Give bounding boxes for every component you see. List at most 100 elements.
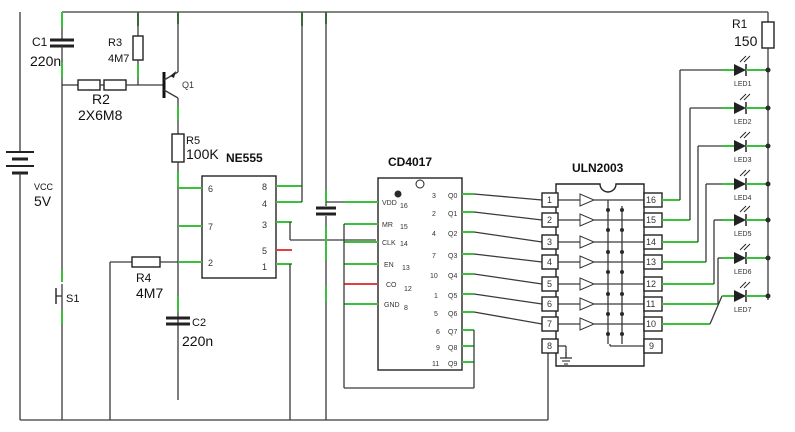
cd4017-pin-q5: Q5 xyxy=(448,293,457,300)
uln2003-pin-1: 1 xyxy=(547,195,552,205)
cd4017-pin-q7: Q7 xyxy=(448,329,457,336)
cd4017-pin-7: 7 xyxy=(432,253,436,260)
led-4: LED4 xyxy=(722,169,771,202)
cd4017-pin-q3: Q3 xyxy=(448,253,457,260)
cd4017-pin-6: 6 xyxy=(436,329,440,336)
q1-ref: Q1 xyxy=(182,80,194,90)
uln2003-pin-2: 2 xyxy=(547,215,552,225)
ne555-chip: NE555 6 7 2 8 4 3 5 1 xyxy=(178,151,302,279)
cd4017-pin-13: 13 xyxy=(402,265,410,272)
ne555-pin-8: 8 xyxy=(262,182,267,192)
ne555-pin-5: 5 xyxy=(262,246,267,256)
ne555-wiring xyxy=(289,12,376,420)
uln2003-pin-11: 11 xyxy=(646,299,655,309)
switch-s1: S1 xyxy=(55,85,79,420)
uln2003-pin-8: 8 xyxy=(547,341,552,351)
r3-ref: R3 xyxy=(108,37,122,49)
cd4017-pin-5: 5 xyxy=(434,311,438,318)
cd4017-pin-14: 14 xyxy=(400,241,408,248)
led-2-label: LED2 xyxy=(734,119,752,126)
resistor-r2: R2 2X6M8 xyxy=(62,79,164,123)
r5-ref: R5 xyxy=(186,135,200,147)
ne555-pin-3: 3 xyxy=(262,220,267,230)
led-6: LED6 xyxy=(722,243,771,276)
cd4017-pin-4: 4 xyxy=(432,231,436,238)
r2-value: 2X6M8 xyxy=(78,107,123,123)
cd4017-pin-en: EN xyxy=(384,262,394,269)
resistor-r1: R1 150 xyxy=(732,12,775,300)
c1-ref: C1 xyxy=(32,35,48,49)
led-1-label: LED1 xyxy=(734,81,752,88)
uln2003-diode-dots xyxy=(606,208,624,336)
uln2003-pin-15: 15 xyxy=(646,215,656,225)
ne555-pin-6: 6 xyxy=(208,184,213,194)
cd4017-pin-clk: CLK xyxy=(382,240,396,247)
bottom-rail xyxy=(20,352,549,421)
resistor-r3: R3 4M7 xyxy=(108,12,144,85)
cd4017-pin-3: 3 xyxy=(432,193,436,200)
led-7-label: LED7 xyxy=(734,307,752,314)
led-2: LED2 xyxy=(722,93,771,126)
r4-value: 4M7 xyxy=(136,285,163,301)
cd4017-pin-q2: Q2 xyxy=(448,231,457,238)
battery-vcc: VCC 5V xyxy=(6,12,54,420)
cd4017-pin-9: 9 xyxy=(436,345,440,352)
uln2003-pin-12: 12 xyxy=(646,279,656,289)
uln2003-pin-10: 10 xyxy=(646,319,656,329)
r5-value: 100K xyxy=(186,146,219,162)
cd4017-pin-co: CO xyxy=(386,282,397,289)
ne555-pin-1: 1 xyxy=(262,262,267,272)
uln2003-pin-4: 4 xyxy=(547,257,552,267)
ne555-pin-7: 7 xyxy=(208,222,213,232)
cd4017-pin-16: 16 xyxy=(400,203,408,210)
r1-ref: R1 xyxy=(732,17,748,31)
ground-symbol-icon xyxy=(560,352,572,365)
cd4017-pin-vdd: VDD xyxy=(382,200,397,207)
ne555-pin-2: 2 xyxy=(208,258,213,268)
c1-value: 220n xyxy=(30,53,61,69)
resistor-r5: R5 100K xyxy=(171,133,219,400)
vcc-ref: VCC xyxy=(34,182,54,192)
cd4017-pin-1: 1 xyxy=(434,293,438,300)
cd4017-name: CD4017 xyxy=(388,155,432,169)
r4-ref: R4 xyxy=(136,271,152,285)
cd4017-pin-q0: Q0 xyxy=(448,193,457,200)
uln2003-chip: ULN2003 1 2 3 4 5 6 7 8 1 xyxy=(541,161,663,367)
cd4017-pin-q6: Q6 xyxy=(448,311,457,318)
resistor-r4: R4 4M7 xyxy=(109,256,178,420)
uln2003-right-pin-boxes xyxy=(643,192,663,354)
reset-loop-wire xyxy=(344,330,475,389)
led-1: LED1 xyxy=(722,55,771,88)
top-rail xyxy=(61,11,768,28)
cd4017-pin-8: 8 xyxy=(404,305,408,312)
cd4017-pin-q1: Q1 xyxy=(448,211,457,218)
cd4017-pin-12: 12 xyxy=(404,286,412,293)
uln2003-pin-16: 16 xyxy=(646,195,656,205)
cd4017-pin-15: 15 xyxy=(400,224,408,231)
s1-ref: S1 xyxy=(66,293,79,305)
led-6-label: LED6 xyxy=(734,269,752,276)
uln2003-pin-13: 13 xyxy=(646,257,656,267)
cd4017-pin-11: 11 xyxy=(432,361,439,368)
ne555-name: NE555 xyxy=(226,151,263,165)
transistor-q1: Q1 xyxy=(162,12,194,134)
uln2003-name: ULN2003 xyxy=(572,161,624,175)
r3-value: 4M7 xyxy=(108,53,129,65)
led-5: LED5 xyxy=(722,205,771,238)
c2-value: 220n xyxy=(182,333,213,349)
r1-value: 150 xyxy=(734,33,758,49)
uln2003-pin-5: 5 xyxy=(547,279,552,289)
cd4017-pin-q9: Q9 xyxy=(448,361,457,368)
counter-to-driver-wires xyxy=(473,193,543,325)
uln2003-pin-14: 14 xyxy=(646,237,656,247)
vcc-value: 5V xyxy=(34,193,52,209)
cd4017-pin-q8: Q8 xyxy=(448,345,457,352)
led-4-label: LED4 xyxy=(734,195,752,202)
cd4017-chip: CD4017 VDD 16 MR 15 CLK 14 EN 13 CO 12 G… xyxy=(326,155,474,388)
uln2003-pin-3: 3 xyxy=(547,237,552,247)
led-3-label: LED3 xyxy=(734,157,752,164)
cd4017-pin-mr: MR xyxy=(382,222,393,229)
cd4017-pin-2: 2 xyxy=(432,211,436,218)
led-7: LED7 xyxy=(722,281,771,314)
cd4017-right-pins xyxy=(462,193,474,363)
